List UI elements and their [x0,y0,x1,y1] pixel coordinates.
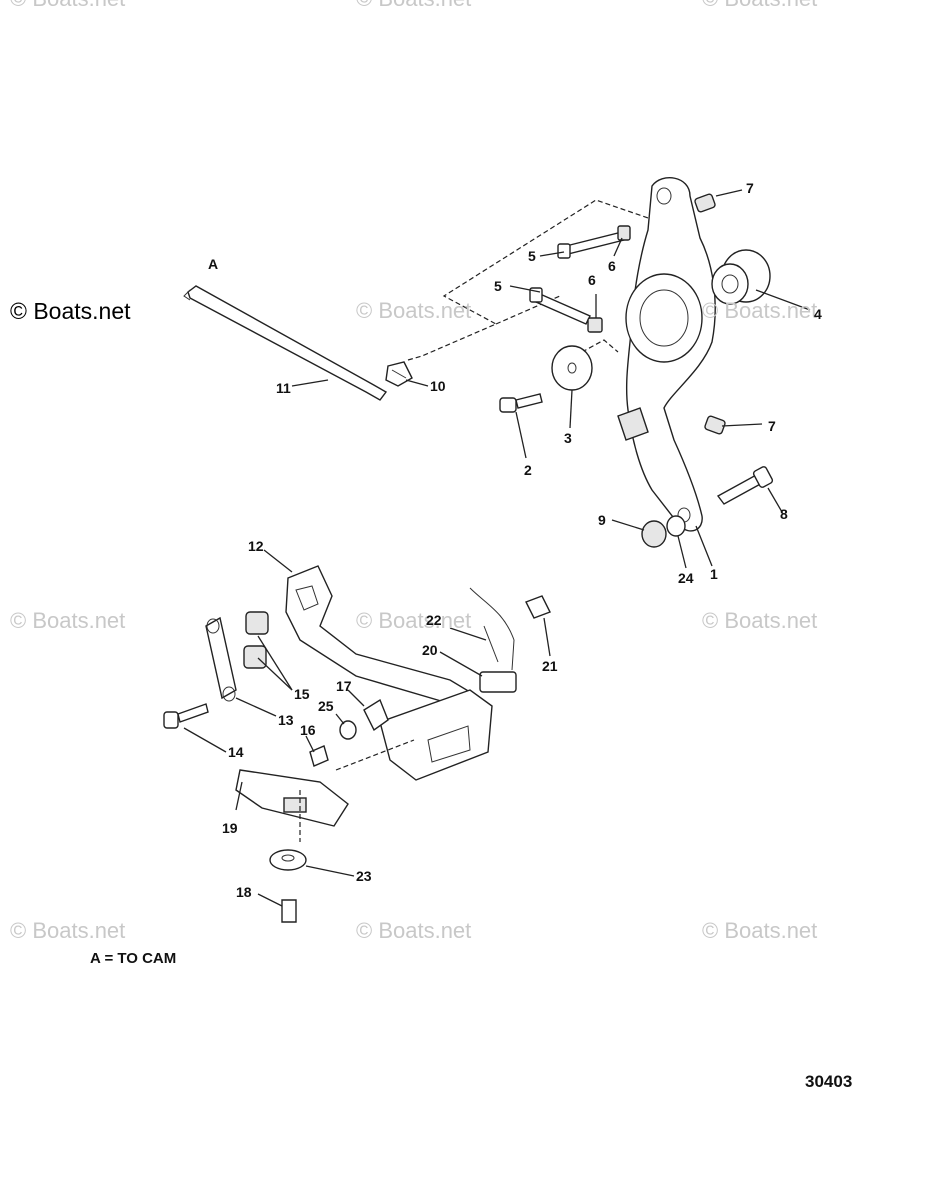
watermark: © Boats.net [702,918,818,943]
callout-label: 1 [710,566,718,582]
watermark: © Boats.net [10,608,126,633]
washer-part [339,720,357,740]
callout-label: 16 [300,722,316,738]
callout-label: 12 [248,538,264,554]
clamp-part [363,698,389,732]
mounting-bracket-part [379,689,493,781]
callout-label: 13 [278,712,294,728]
bolt-part [499,393,543,413]
callout-label: 15 [294,686,310,702]
callout-label: 17 [336,678,352,694]
callout-label: 19 [222,820,238,836]
cap-part [694,193,716,213]
sensor-part [479,671,517,693]
callout-label: 4 [814,306,822,322]
bolt-part [163,703,209,729]
screw-part [309,745,329,767]
callout-label: 3 [564,430,572,446]
callout-label: 6 [588,272,596,288]
callout-label: 7 [746,180,754,196]
bushing-part [245,611,269,635]
spring-part [483,625,499,663]
switch-part [235,769,349,827]
watermark: © Boats.net [356,918,472,943]
callout-label: 22 [426,612,442,628]
callout-label: 25 [318,698,334,714]
callout-label: 20 [422,642,438,658]
throttle-arm-part [285,565,472,707]
callout-label: 23 [356,868,372,884]
screw-part [529,231,625,325]
callout-label: 11 [276,380,291,396]
bushing-part [711,249,771,305]
watermark: © Boats.net [702,298,818,323]
washer-part [269,849,307,871]
washer-part [666,515,686,537]
callout-label: 18 [236,884,252,900]
watermark: © Boats.net [702,608,818,633]
callout-label: 6 [608,258,616,274]
link-rod-part [183,285,388,401]
leader-lines [183,189,811,907]
callout-label: 8 [780,506,788,522]
callout-label: 14 [228,744,244,760]
pivot-bolt-part [716,466,774,505]
nut-part [641,520,667,548]
screw-part [281,899,297,923]
clip-part [525,595,551,619]
callout-label: A [208,256,219,272]
brand-watermark: © Boats.net [10,298,131,324]
cap-part [704,415,726,435]
watermark: © Boats.net [356,0,471,12]
callout-label: 9 [598,512,606,528]
watermark: © Boats.net [10,918,126,943]
callout-label: 5 [528,248,536,264]
bushing-part [243,645,267,669]
watermark: © Boats.net [702,0,817,12]
figure-number: 30403 [805,1072,853,1091]
nut-part [587,317,603,333]
linkage-dash-line [407,199,649,361]
rod-clip-part [385,361,413,387]
callout-label: 24 [678,570,694,586]
throttle-lever-part [617,177,716,532]
callout-label: 5 [494,278,502,294]
callout-label: 10 [430,378,446,394]
nut-part [617,225,631,241]
washer-part [551,345,593,391]
legend-note: A = TO CAM [90,950,177,967]
callout-label: 2 [524,462,532,478]
link-part [205,616,237,702]
watermark: © Boats.net [356,608,472,633]
watermark: © Boats.net [356,298,472,323]
callout-label: 7 [768,418,776,434]
callout-label: 21 [542,658,558,674]
watermark: © Boats.net [10,0,125,12]
